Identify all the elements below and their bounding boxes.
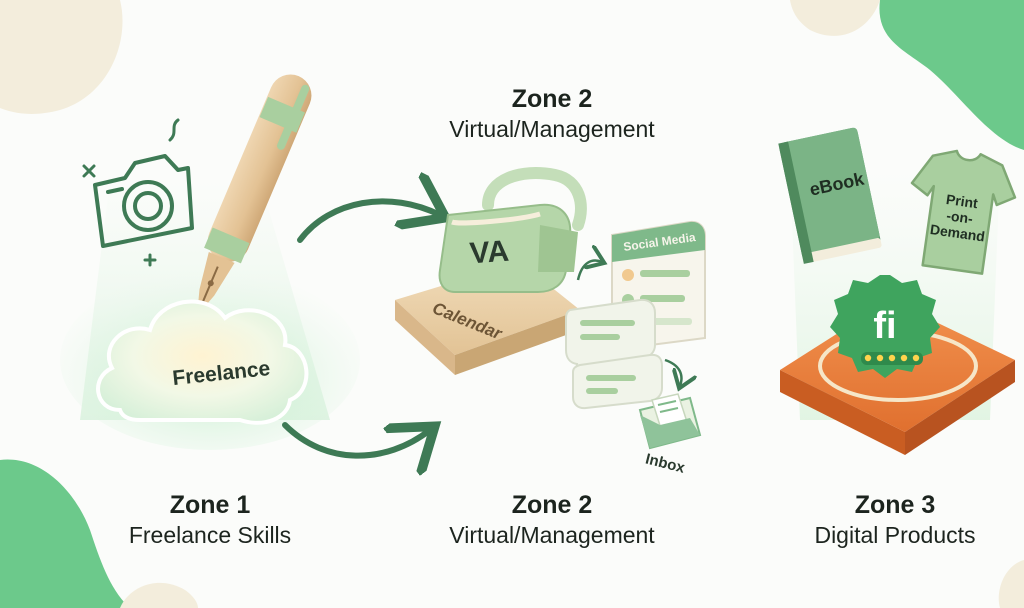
zone-2-title: Virtual/Management <box>449 522 655 548</box>
zone-3-title: Digital Products <box>814 522 976 548</box>
blob-top-left <box>0 0 123 114</box>
ebook-icon <box>778 127 882 264</box>
svg-text:-on-: -on- <box>946 207 975 227</box>
blob-bottom-left-green <box>0 459 130 608</box>
cloud-shape <box>96 299 309 425</box>
fountain-pen-icon <box>197 74 312 316</box>
zone-1-number: Zone 1 <box>169 491 251 519</box>
top-heading-zone: Zone 2 <box>511 85 593 113</box>
arrow-zone1-to-zone2-bottom <box>282 425 430 456</box>
camera-icon <box>93 154 194 248</box>
inbox-icon <box>638 393 702 450</box>
arrow-social-to-inbox <box>664 358 681 386</box>
zone-3-label: Zone 3 Digital Products <box>770 490 1020 550</box>
zone-2-label: Zone 2 Virtual/Management <box>392 490 712 550</box>
blob-bottom-right-cream <box>998 560 1024 608</box>
vr-headset-icon <box>438 167 587 293</box>
blob-bottom-left-cream <box>120 582 198 608</box>
zone-1-label: Zone 1 Freelance Skills <box>80 490 340 550</box>
blob-top-right-green <box>879 0 1024 150</box>
blob-top-right-cream <box>790 0 880 36</box>
svg-text:Demand: Demand <box>929 221 986 245</box>
tshirt-icon <box>910 149 1017 275</box>
rating-badge-icon <box>830 275 940 378</box>
top-heading-title: Virtual/Management <box>449 116 655 142</box>
top-heading: Zone 2 Virtual/Management <box>392 84 712 144</box>
shirt-label: Print -on- Demand <box>929 191 986 245</box>
sparkle-icons <box>82 118 180 267</box>
inbox-label: Inbox <box>644 451 688 477</box>
zone-1-title: Freelance Skills <box>128 522 292 548</box>
arrow-calendar-to-social <box>576 261 602 281</box>
svg-text:Print: Print <box>945 191 979 211</box>
zone-3-number: Zone 3 <box>854 491 936 519</box>
zone-2-number: Zone 2 <box>511 491 593 519</box>
badge-logo: fi <box>873 305 896 347</box>
arrow-zone1-to-zone2-top <box>297 201 440 243</box>
chat-bubbles <box>565 298 663 410</box>
headset-label: VA <box>469 235 511 271</box>
